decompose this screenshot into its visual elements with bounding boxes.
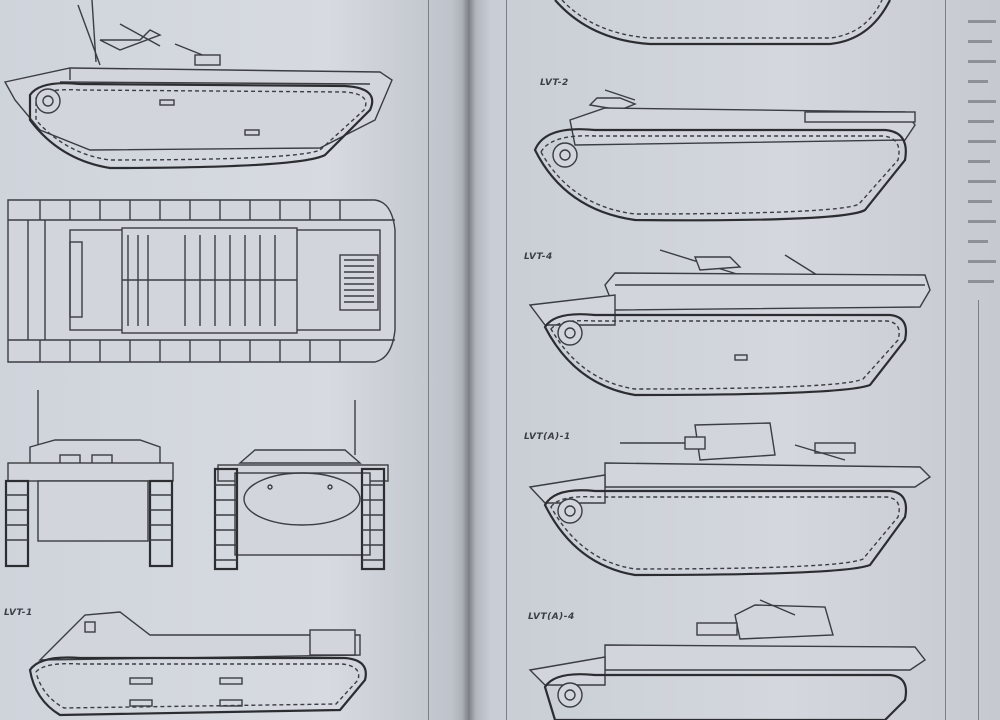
vehicle-front-view [4, 390, 174, 568]
vehicle-side-view-lvta1 [528, 422, 932, 577]
vehicle-label-lvta4: LVT(A)-4 [528, 612, 575, 622]
vehicle-label-lvt4: LVT-4 [524, 252, 553, 262]
text-column [960, 0, 1000, 720]
vehicle-side-view-top [3, 0, 393, 170]
vehicle-rear-view [213, 400, 389, 571]
left-page: LVT-1 [0, 0, 470, 720]
page-frame-line-right [945, 0, 946, 720]
book-gutter [462, 0, 476, 720]
page-frame-line [428, 0, 429, 720]
vehicle-label-lvt2: LVT-2 [540, 78, 569, 88]
vehicle-side-view-lvt1 [28, 611, 367, 717]
vehicle-top-view [7, 199, 396, 363]
vehicle-label-lvta1: LVT(A)-1 [524, 432, 571, 442]
vehicle-side-view-partial-top [554, 0, 891, 46]
vehicle-side-view-lvta4 [528, 599, 927, 720]
vehicle-label-lvt1: LVT-1 [4, 608, 33, 618]
vehicle-side-view-lvt2 [533, 89, 916, 222]
vehicle-side-view-lvt4 [528, 249, 931, 397]
page-frame-line-left [506, 0, 507, 720]
